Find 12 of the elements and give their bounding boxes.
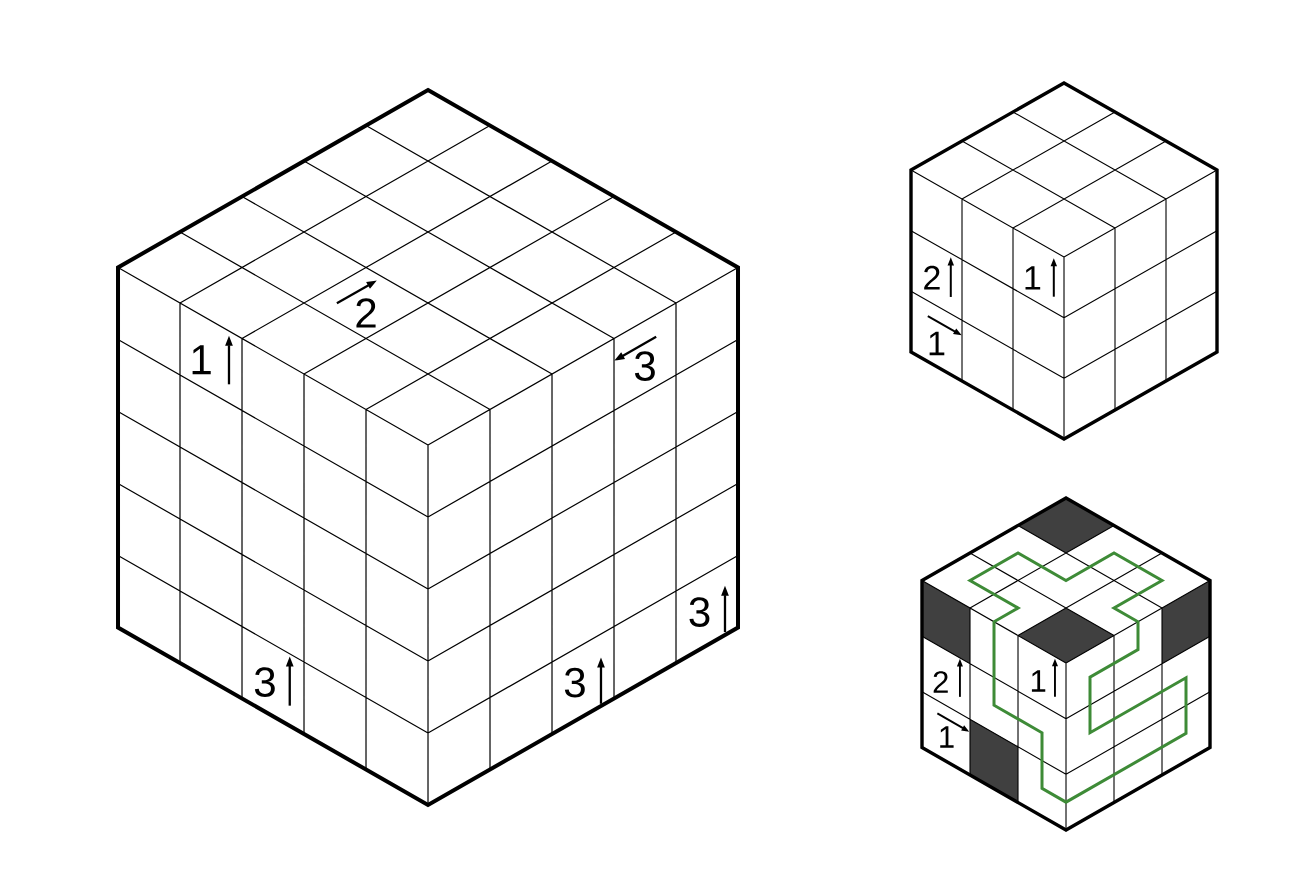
clue-number: 2 bbox=[356, 298, 376, 328]
clue-number: 1 bbox=[1025, 266, 1041, 290]
clue-number: 3 bbox=[564, 667, 585, 698]
clue-number: 1 bbox=[940, 726, 954, 748]
clue-number: 1 bbox=[192, 345, 211, 375]
clue-number: 3 bbox=[689, 597, 710, 627]
clue-number: 3 bbox=[254, 667, 275, 697]
clue-number: 2 bbox=[924, 265, 940, 290]
clue-number: 1 bbox=[929, 331, 945, 356]
clue-number: 2 bbox=[933, 671, 948, 693]
clue-number: 1 bbox=[1031, 670, 1046, 692]
clue-number: 3 bbox=[634, 351, 655, 381]
